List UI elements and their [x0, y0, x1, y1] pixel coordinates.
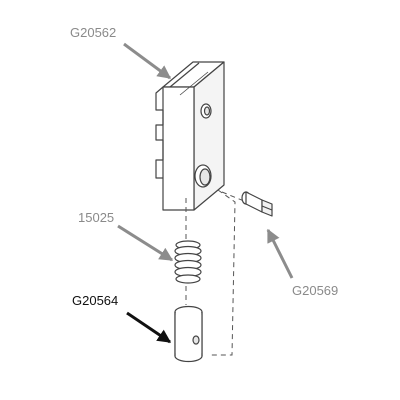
callout-plunger-part-number: G20564	[72, 293, 119, 308]
assembly-center-lines	[185, 189, 245, 356]
pin	[241, 191, 273, 217]
leader-arrow-pin	[266, 228, 294, 279]
leader-arrow-plunger	[126, 311, 172, 344]
leader-arrow-housing	[123, 42, 172, 80]
leader-arrow-spring	[117, 224, 174, 262]
housing-block	[155, 61, 225, 211]
plunger	[174, 305, 203, 363]
plunger-cross-hole	[192, 335, 200, 345]
callout-housing-part-number: G20562	[70, 25, 117, 40]
leader-arrows	[117, 42, 294, 344]
callout-pin-part-number: G20569	[292, 283, 339, 298]
spring	[174, 240, 202, 284]
callout-spring-part-number: 15025	[78, 210, 115, 225]
